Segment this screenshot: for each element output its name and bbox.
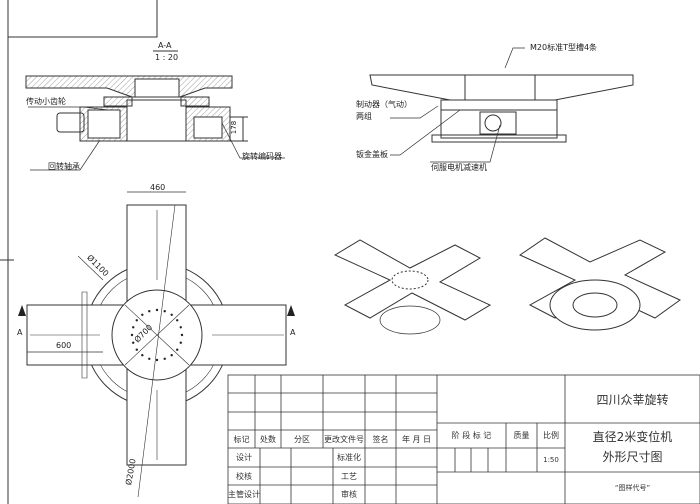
bolt-hole xyxy=(179,341,182,344)
drawing-title-1: 直径2米变位机 xyxy=(592,429,673,444)
header-signature: 签名 xyxy=(372,434,389,444)
title-block-grid xyxy=(227,374,700,504)
bolt-hole xyxy=(148,357,151,360)
header-zone: 分区 xyxy=(294,434,310,444)
section-mark-left: A xyxy=(17,328,23,337)
bolt-hole xyxy=(148,310,151,313)
bolt-hole xyxy=(179,326,182,329)
dim-height: 178 xyxy=(230,120,239,135)
drawing-title-2: 外形尺寸图 xyxy=(602,449,663,464)
row-review: 审核 xyxy=(341,490,357,499)
bolt-hole xyxy=(132,341,135,344)
bolt-hole xyxy=(135,348,138,351)
dim-arm-length: 600 xyxy=(56,341,72,350)
bolt-hole xyxy=(170,354,173,357)
label-brake-qty: 两组 xyxy=(356,112,372,121)
bolt-hole xyxy=(155,308,159,312)
mass-label: 质量 xyxy=(513,431,530,440)
bolt-hole xyxy=(163,310,166,313)
row-check: 校核 xyxy=(236,471,252,481)
bolt-hole xyxy=(135,319,138,322)
row-design: 设计 xyxy=(236,453,252,462)
row-chief-design: 主管设计 xyxy=(228,490,260,499)
bolt-hole xyxy=(141,354,144,357)
frame-top-box xyxy=(8,0,158,38)
dim-arm-width: 460 xyxy=(150,183,166,192)
label-t-slot: M20标准T型槽4条 xyxy=(530,43,598,52)
label-pinion: 传动小齿轮 xyxy=(26,97,66,106)
row-process: 工艺 xyxy=(341,471,357,481)
drawing-code: “图样代号” xyxy=(614,484,651,492)
bolt-hole xyxy=(132,326,135,329)
section-view xyxy=(25,50,285,171)
bolt-hole xyxy=(176,348,179,351)
stage-mark-label: 阶 段 标 记 xyxy=(451,431,492,440)
bolt-hole xyxy=(130,333,134,337)
ratio-label: 比例 xyxy=(543,431,559,440)
label-servo: 伺服电机减速机 xyxy=(431,163,487,172)
header-count: 处数 xyxy=(260,434,276,444)
label-slewing-bearing: 回转轴承 xyxy=(48,162,80,171)
row-standardization: 标准化 xyxy=(337,453,361,462)
bolt-hole xyxy=(141,313,144,316)
bolt-hole xyxy=(176,319,179,322)
header-mark: 标记 xyxy=(233,434,250,444)
bolt-hole xyxy=(163,357,166,360)
section-scale: 1 : 20 xyxy=(155,53,179,62)
ratio-value: 1:50 xyxy=(543,456,559,464)
elevation-view xyxy=(369,47,634,163)
header-date: 年 月 日 xyxy=(401,434,432,444)
company-name: 四川众莘旋转 xyxy=(596,392,669,407)
header-change-doc: 更改文件号 xyxy=(324,434,364,444)
bolt-hole xyxy=(170,313,173,316)
plan-view xyxy=(18,191,295,498)
bolt-hole xyxy=(180,333,184,337)
label-brake: 制动器（气动） xyxy=(356,100,412,109)
isometric-view-bottom xyxy=(518,237,681,331)
section-title: A-A xyxy=(158,41,172,50)
bolt-hole xyxy=(155,358,159,362)
label-cover: 钣金盖板 xyxy=(356,150,388,159)
isometric-view-top xyxy=(333,239,492,335)
label-encoder: 旋转编码器 xyxy=(242,152,282,161)
section-mark-right: A xyxy=(290,328,296,337)
